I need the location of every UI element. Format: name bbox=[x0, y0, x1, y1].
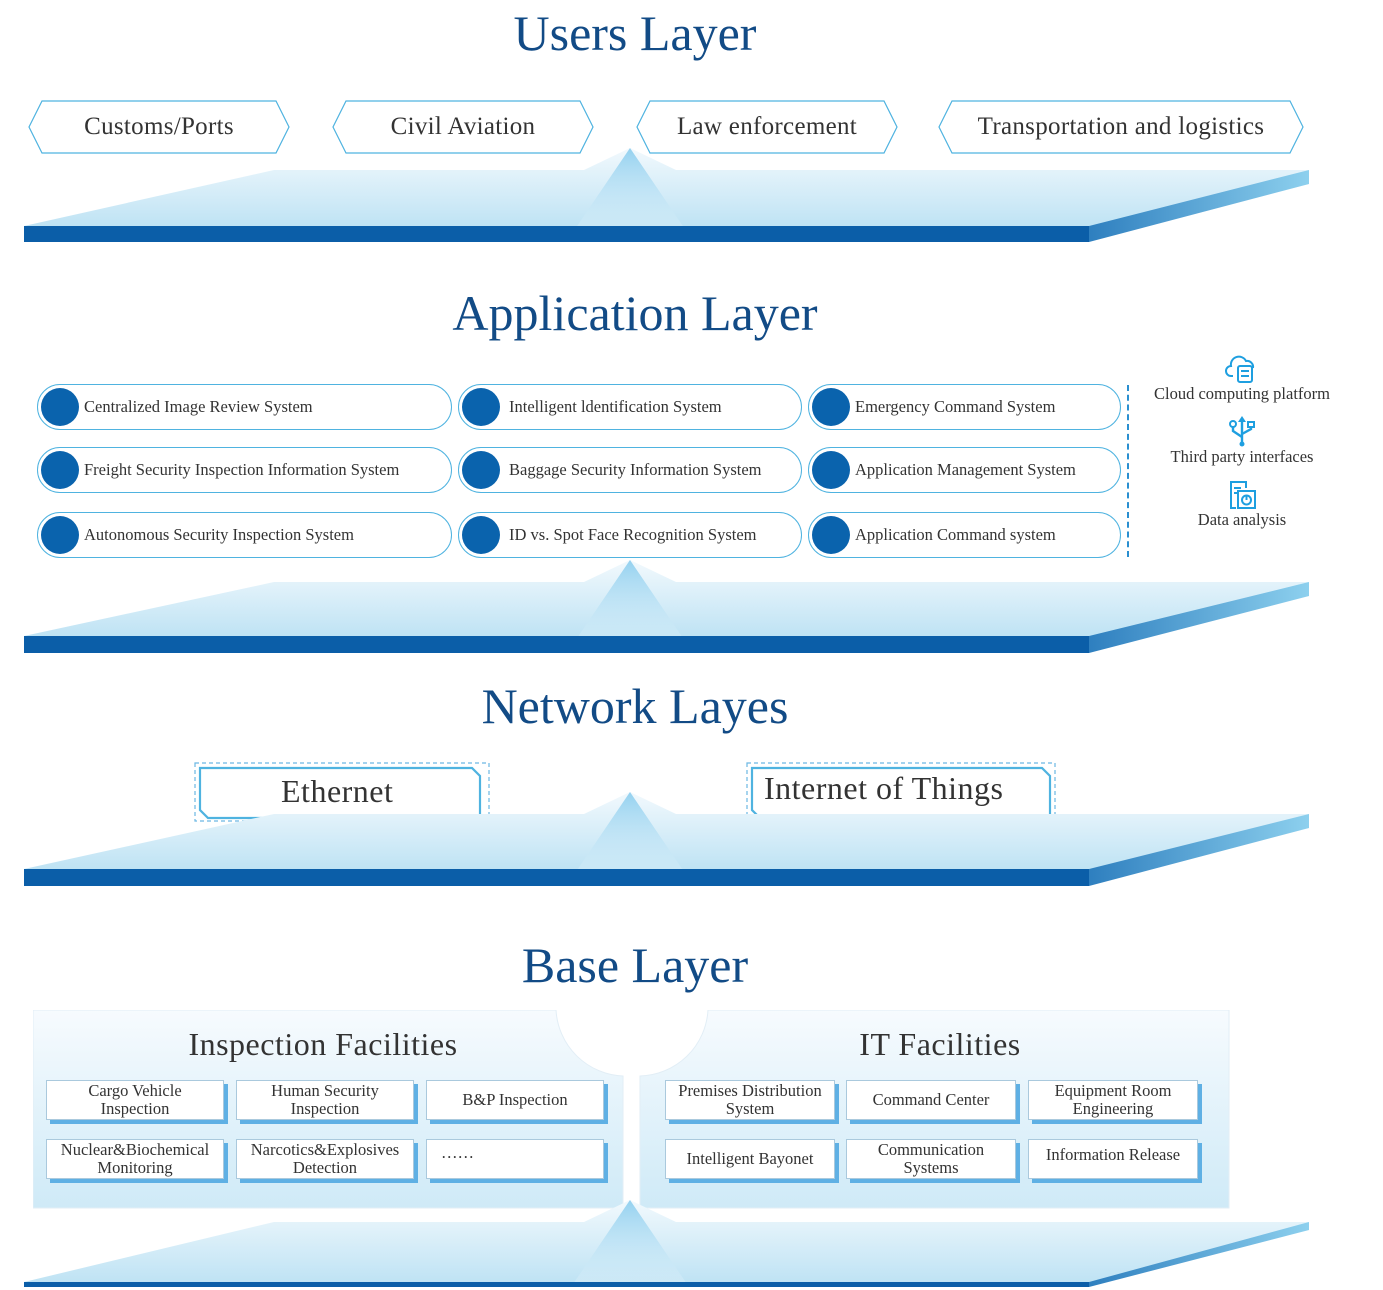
users-tag-civil-aviation: Civil Aviation bbox=[332, 100, 594, 154]
app-system-pill: Application Command system bbox=[808, 512, 1121, 558]
facility-cell: Intelligent Bayonet bbox=[665, 1139, 835, 1179]
report-chart-icon bbox=[1230, 481, 1256, 509]
app-system-pill: Emergency Command System bbox=[808, 384, 1121, 430]
network-item-label: Ethernet bbox=[281, 773, 394, 809]
side-item-data-analysis: Data analysis bbox=[1137, 480, 1347, 530]
side-item-label: Cloud computing platform bbox=[1154, 384, 1330, 403]
network-layer-title: Network Layes bbox=[481, 678, 789, 734]
facility-cell: Information Release bbox=[1028, 1139, 1198, 1179]
app-system-label: Centralized Image Review System bbox=[84, 397, 313, 416]
facility-cell: B&P Inspection bbox=[426, 1080, 604, 1120]
app-system-pill: Application Management System bbox=[808, 447, 1121, 493]
users-tag-law-enforcement: Law enforcement bbox=[636, 100, 898, 154]
side-item-cloud: Cloud computing platform bbox=[1137, 352, 1347, 404]
bullet-dot bbox=[41, 451, 79, 489]
it-facilities-title: IT Facilities bbox=[859, 1026, 1021, 1062]
cloud-server-icon bbox=[1225, 355, 1255, 383]
network-item-label: Internet of Things bbox=[764, 770, 1004, 806]
app-system-pill: Freight Security Inspection Information … bbox=[37, 447, 452, 493]
side-item-label: Third party interfaces bbox=[1170, 447, 1314, 466]
bullet-dot bbox=[812, 451, 850, 489]
bullet-dot bbox=[462, 516, 500, 554]
bullet-dot bbox=[41, 388, 79, 426]
facility-cell: Command Center bbox=[846, 1080, 1016, 1120]
bullet-dot bbox=[812, 388, 850, 426]
application-layer-title: Application Layer bbox=[452, 285, 818, 341]
bullet-dot bbox=[462, 451, 500, 489]
app-system-pill: Intelligent ldentification System bbox=[458, 384, 802, 430]
app-system-label: Freight Security Inspection Information … bbox=[84, 460, 400, 479]
bullet-dot bbox=[812, 516, 850, 554]
app-system-label: ID vs. Spot Face Recognition System bbox=[509, 525, 757, 544]
side-item-third-party: Third party interfaces bbox=[1137, 415, 1347, 467]
app-system-pill: Baggage Security Information System bbox=[458, 447, 802, 493]
app-system-label: Application Management System bbox=[855, 460, 1076, 479]
app-system-label: Emergency Command System bbox=[855, 397, 1056, 416]
base-layer-title: Base Layer bbox=[521, 937, 749, 993]
bullet-dot bbox=[462, 388, 500, 426]
facility-cell: …… bbox=[426, 1139, 604, 1179]
application-platform bbox=[24, 560, 1314, 653]
base-platform bbox=[24, 1200, 1314, 1290]
app-system-label: Application Command system bbox=[855, 525, 1056, 544]
users-tag-customs: Customs/Ports bbox=[28, 100, 290, 154]
app-system-pill: Centralized Image Review System bbox=[37, 384, 452, 430]
app-system-label: Autonomous Security Inspection System bbox=[84, 525, 354, 544]
app-system-pill: ID vs. Spot Face Recognition System bbox=[458, 512, 802, 558]
app-system-label: Baggage Security Information System bbox=[509, 460, 762, 479]
app-system-pill: Autonomous Security Inspection System bbox=[37, 512, 452, 558]
inspection-facilities-title: Inspection Facilities bbox=[188, 1026, 458, 1062]
usb-icon bbox=[1229, 416, 1255, 447]
users-tag-transportation: Transportation and logistics bbox=[938, 100, 1304, 154]
bullet-dot bbox=[41, 516, 79, 554]
network-item-iot: Internet of Things bbox=[746, 762, 1056, 822]
app-divider bbox=[1127, 385, 1129, 557]
users-platform bbox=[24, 148, 1314, 242]
network-platform bbox=[24, 792, 1314, 886]
side-item-label: Data analysis bbox=[1197, 510, 1287, 529]
app-system-label: Intelligent ldentification System bbox=[509, 397, 722, 416]
users-layer-title: Users Layer bbox=[513, 5, 757, 61]
